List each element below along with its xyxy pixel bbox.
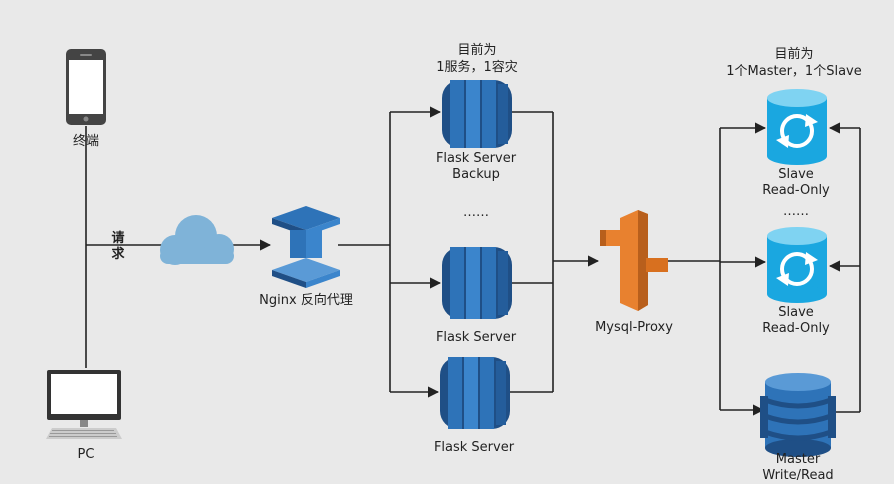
master-label-line1: Master (776, 452, 821, 467)
slave-1-db-icon (767, 89, 827, 165)
flask-note-line1: 目前为 (457, 42, 496, 58)
flask-backup-label-line2: Backup (452, 167, 500, 182)
cloud-icon (160, 215, 234, 265)
request-label-line1: 请 (111, 230, 124, 246)
flask-backup-server-icon (442, 80, 512, 148)
flask-server-2-icon (440, 357, 510, 429)
db-note-line1: 目前为 (774, 46, 813, 62)
flask-ellipsis: …… (463, 205, 489, 220)
flask-server-2-label: Flask Server (434, 440, 515, 455)
flask-server-1-icon (442, 247, 512, 319)
slave-ellipsis: …… (783, 204, 809, 219)
flask-backup-label-line1: Flask Server (436, 151, 517, 166)
mysql-proxy-label: Mysql-Proxy (595, 320, 673, 335)
slave-2-label-line1: Slave (778, 305, 814, 320)
request-label-line2: 求 (111, 246, 125, 262)
phone-icon (66, 49, 106, 125)
mysql-proxy-icon (600, 210, 668, 311)
connectors (85, 106, 861, 416)
flask-server-1-label: Flask Server (436, 330, 517, 345)
flask-note-line2: 1服务，1容灾 (436, 59, 518, 75)
db-note-line2: 1个Master，1个Slave (726, 64, 861, 79)
nginx-icon (272, 206, 340, 288)
slave-1-label-line2: Read-Only (762, 183, 830, 198)
nginx-label: Nginx 反向代理 (259, 292, 353, 308)
pc-label: PC (78, 447, 95, 462)
phone-label: 终端 (73, 133, 99, 149)
master-db-icon (760, 373, 836, 457)
master-label-line2: Write/Read (762, 468, 833, 483)
slave-2-label-line2: Read-Only (762, 321, 830, 336)
slave-2-db-icon (767, 227, 827, 303)
slave-1-label-line1: Slave (778, 167, 814, 182)
pc-icon (46, 370, 122, 439)
